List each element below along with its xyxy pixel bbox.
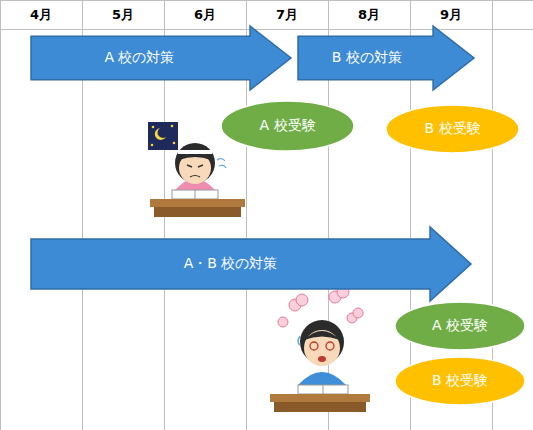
node-text: A 校受験 [432, 317, 488, 335]
exam-ellipse: A 校受験 [394, 301, 526, 351]
arrow-band: B 校の対策 [297, 25, 475, 91]
arrow-band: A・B 校の対策 [30, 226, 472, 302]
node-text: A 校受験 [259, 117, 315, 135]
node-text: B 校の対策 [332, 49, 402, 67]
month-label: 6月 [194, 6, 216, 24]
month-label: 7月 [276, 6, 298, 24]
month-label: 4月 [30, 6, 52, 24]
shape-outline [221, 101, 354, 151]
node-text: A・B 校の対策 [184, 255, 278, 273]
arrow-band: A 校の対策 [30, 25, 292, 91]
shape-outline [31, 26, 291, 90]
node-text: A 校の対策 [104, 49, 174, 67]
exam-ellipse: B 校受験 [385, 104, 520, 154]
node-text: B 校受験 [432, 372, 488, 390]
month-label: 9月 [440, 6, 462, 24]
node-text: B 校受験 [424, 120, 480, 138]
shape-outline [386, 105, 519, 153]
exam-ellipse: A 校受験 [220, 100, 355, 152]
month-label: 8月 [358, 6, 380, 24]
boy-illustration [270, 286, 370, 412]
shape-outline [298, 26, 474, 90]
month-label: 5月 [112, 6, 134, 24]
shape-outline [395, 302, 525, 350]
exam-ellipse: B 校受験 [394, 356, 526, 406]
shape-outline [395, 357, 525, 405]
shape-outline [31, 227, 471, 301]
